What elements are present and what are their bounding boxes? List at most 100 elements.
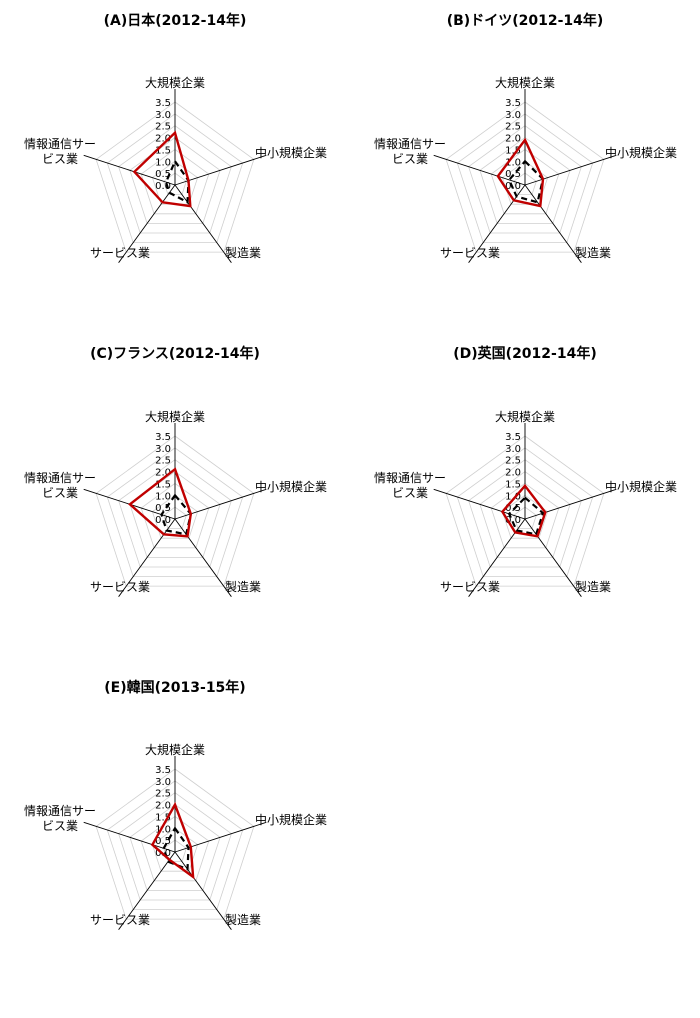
- series-line-solid: [496, 137, 545, 208]
- grid-ring: [151, 827, 199, 872]
- axis-label-line: サービス業: [90, 913, 150, 927]
- axis-label: 中小規模企業: [255, 812, 327, 827]
- chart-title: (A)日本(2012-14年): [104, 12, 247, 29]
- series-line-solid: [150, 801, 195, 880]
- grid-ring: [468, 459, 582, 568]
- tick-label: 0.0: [155, 181, 171, 192]
- tick-label: 1.5: [505, 145, 521, 156]
- axis-label: 製造業: [225, 246, 261, 260]
- tick-label: 3.5: [155, 432, 171, 443]
- chart-title: (D)英国(2012-14年): [453, 345, 596, 362]
- grid-ring: [140, 148, 210, 215]
- axis-label: サービス業: [90, 913, 150, 927]
- series-line-solid: [500, 483, 547, 538]
- axis-label: サービス業: [440, 246, 500, 260]
- grid-ring: [513, 506, 537, 529]
- axis-label: 中小規模企業: [255, 145, 327, 160]
- grid-ring: [106, 780, 244, 910]
- tick-label: 3.5: [505, 98, 521, 109]
- axis-spoke: [524, 488, 617, 520]
- grid-ring: [468, 125, 582, 234]
- axis-label: 製造業: [225, 913, 261, 927]
- series-line-dashed: [507, 496, 545, 536]
- axis-label-line: 中小規模企業: [605, 145, 677, 160]
- axis-label-line: 製造業: [225, 580, 261, 594]
- axis-label-line: 大規模企業: [145, 409, 205, 424]
- tick-label: 3.0: [155, 110, 171, 121]
- grid-ring: [163, 172, 187, 196]
- series-line-solid: [128, 467, 193, 538]
- tick-label: 3.5: [505, 432, 521, 443]
- tick-label: 2.5: [155, 789, 171, 800]
- axis-spoke: [524, 154, 617, 186]
- grid-ring: [140, 482, 210, 549]
- axis-label: 情報通信サービス業: [24, 471, 96, 500]
- grid-ring: [140, 815, 210, 882]
- axis-label-line: 情報通信サー: [24, 804, 96, 818]
- tick-label: 2.5: [505, 456, 521, 467]
- grid-ring: [129, 804, 221, 891]
- grid-ring: [95, 768, 255, 920]
- axis-label: 製造業: [575, 246, 611, 260]
- grid-ring: [456, 113, 594, 244]
- axis-label-line: ビス業: [42, 486, 78, 500]
- radar-panel-uk: (D)英国(2012-14年) 0.00.51.01.52.02.53.03.5…: [374, 345, 677, 597]
- tick-label: 3.0: [155, 777, 171, 788]
- grid-ring: [490, 148, 560, 215]
- series-line-solid: [132, 130, 192, 208]
- radar-panel-korea: (E)韓国(2013-15年) 0.00.51.01.52.02.53.03.5…: [24, 679, 327, 930]
- tick-label: 1.5: [155, 812, 171, 823]
- axis-label: 中小規模企業: [605, 145, 677, 160]
- tick-label: 1.0: [155, 157, 171, 168]
- grid-ring: [501, 160, 549, 205]
- axis-label: サービス業: [90, 580, 150, 594]
- grid-ring: [490, 482, 560, 549]
- tick-label: 0.5: [155, 503, 171, 514]
- tick-label: 1.0: [505, 491, 521, 502]
- grid-ring: [163, 506, 187, 529]
- axis-spoke: [118, 851, 176, 930]
- axis-label-line: ビス業: [392, 152, 428, 166]
- axis-spoke: [118, 518, 176, 597]
- axis-label-line: 大規模企業: [495, 75, 555, 90]
- axis-label-line: 製造業: [575, 246, 611, 260]
- grid-ring: [118, 459, 232, 568]
- axis-label: 製造業: [575, 580, 611, 594]
- axis-label: 大規模企業: [145, 409, 205, 424]
- grid-ring: [106, 113, 244, 244]
- chart-title: (C)フランス(2012-14年): [90, 345, 260, 362]
- axis-spoke: [174, 518, 232, 597]
- axis-spoke: [524, 518, 582, 597]
- grid-ring: [95, 101, 255, 253]
- grid-ring: [118, 792, 232, 901]
- tick-label: 2.0: [155, 134, 171, 145]
- tick-label: 2.0: [505, 468, 521, 479]
- grid-ring: [151, 494, 199, 539]
- axis-label-line: サービス業: [440, 580, 500, 594]
- axis-label-line: 製造業: [575, 580, 611, 594]
- tick-label: 1.5: [505, 479, 521, 490]
- axis-label-line: 中小規模企業: [255, 479, 327, 494]
- axis-label-line: 製造業: [225, 913, 261, 927]
- grid-ring: [106, 447, 244, 577]
- axis-label: 大規模企業: [495, 409, 555, 424]
- grid-ring: [118, 125, 232, 234]
- axis-label-line: ビス業: [42, 819, 78, 833]
- axis-spoke: [174, 851, 232, 930]
- axis-label: 製造業: [225, 580, 261, 594]
- axis-spoke: [174, 154, 267, 186]
- chart-title: (B)ドイツ(2012-14年): [447, 12, 604, 29]
- tick-label: 3.5: [155, 765, 171, 776]
- tick-label: 1.0: [155, 491, 171, 502]
- tick-label: 3.5: [155, 98, 171, 109]
- axis-label: 大規模企業: [145, 75, 205, 90]
- axis-label-line: 大規模企業: [145, 742, 205, 757]
- axis-label-line: サービス業: [90, 246, 150, 260]
- axis-label: 中小規模企業: [255, 479, 327, 494]
- tick-label: 1.5: [155, 479, 171, 490]
- grid-ring: [445, 435, 605, 587]
- grid-ring: [445, 101, 605, 253]
- tick-label: 0.0: [505, 515, 521, 526]
- axis-label: 情報通信サービス業: [24, 804, 96, 833]
